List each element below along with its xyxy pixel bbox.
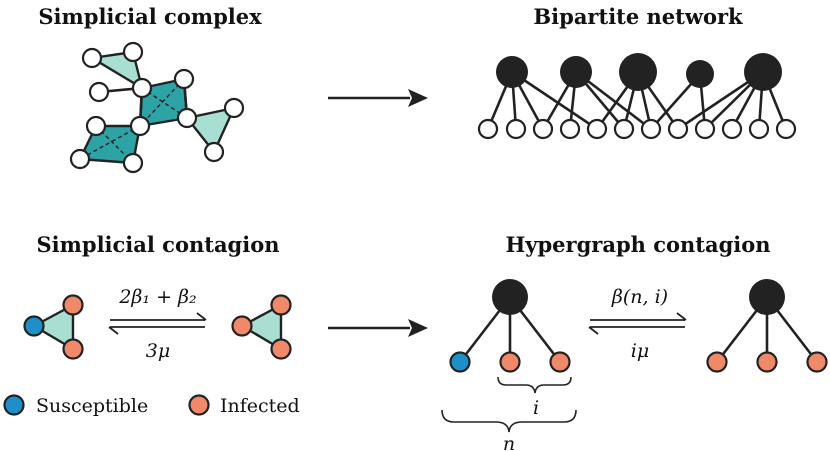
hyperedge-node [749,279,785,315]
brace-label-n: n [503,433,515,451]
arrow-bottom [328,319,428,337]
hyperedge-node [492,279,528,315]
arrow-top [328,89,428,107]
node [667,118,689,140]
node [640,118,662,140]
node [81,47,103,69]
node [129,115,151,137]
node [88,81,110,103]
node [559,118,581,140]
susceptible-node [449,351,471,373]
node [173,68,195,90]
rate-hypergraph-forward: β(n, i) [611,286,668,308]
infected-node [62,294,84,316]
hyperedge-node [744,53,782,91]
node [694,118,716,140]
node [85,115,107,137]
brace-label-i: i [533,397,539,419]
simplicial-triangle-before [23,294,84,360]
title-bipartite-network: Bipartite network [533,4,743,29]
node [775,118,797,140]
hyperedge-node [496,56,528,88]
infected-node [706,351,728,373]
infected-node [231,315,253,337]
legend-susceptible-swatch [3,394,25,416]
node [122,152,144,174]
bipartite-network-graph [477,53,797,140]
node [613,118,635,140]
infected-node [549,351,571,373]
node [122,41,144,63]
reversible-arrow-left [108,312,207,335]
rate-hypergraph-backward: iμ [631,340,649,362]
hyperedge-node [560,56,592,88]
simplicial-complex-graph [69,41,245,174]
node [748,118,770,140]
infected-node [499,351,521,373]
title-hypergraph-contagion: Hypergraph contagion [505,232,770,257]
node [131,77,153,99]
infected-node [806,351,828,373]
susceptible-node [23,315,45,337]
node [69,148,91,170]
node [505,118,527,140]
legend-infected-label: Infected [220,395,300,417]
hyperedge-node [619,53,657,91]
legend-infected-swatch [188,394,210,416]
brace-inner [497,376,572,394]
dashed-edge [139,78,185,127]
legend-susceptible-label: Susceptible [36,395,148,417]
legend: Susceptible Infected [3,394,300,417]
node [176,107,198,129]
hypergraph-star-before [449,279,571,373]
node [203,141,225,163]
rate-simplicial-forward: 2β₁ + β₂ [118,286,196,308]
title-simplicial-complex: Simplicial complex [38,4,262,29]
node [223,97,245,119]
infected-node [270,294,292,316]
infected-node [62,338,84,360]
dashed-edge [79,125,141,160]
title-simplicial-contagion: Simplicial contagion [37,232,280,257]
infected-node [270,338,292,360]
reversible-arrow-right [588,312,687,335]
simplicial-triangle-after [231,294,292,360]
node [586,118,608,140]
filled-triangle-right [185,106,236,154]
hyperedge-node [686,60,714,88]
infected-node [756,351,778,373]
hypergraph-star-after [706,279,828,373]
node [532,118,554,140]
brace-outer [441,409,577,433]
rate-simplicial-backward: 3μ [146,340,170,362]
node [477,118,499,140]
node [721,118,743,140]
